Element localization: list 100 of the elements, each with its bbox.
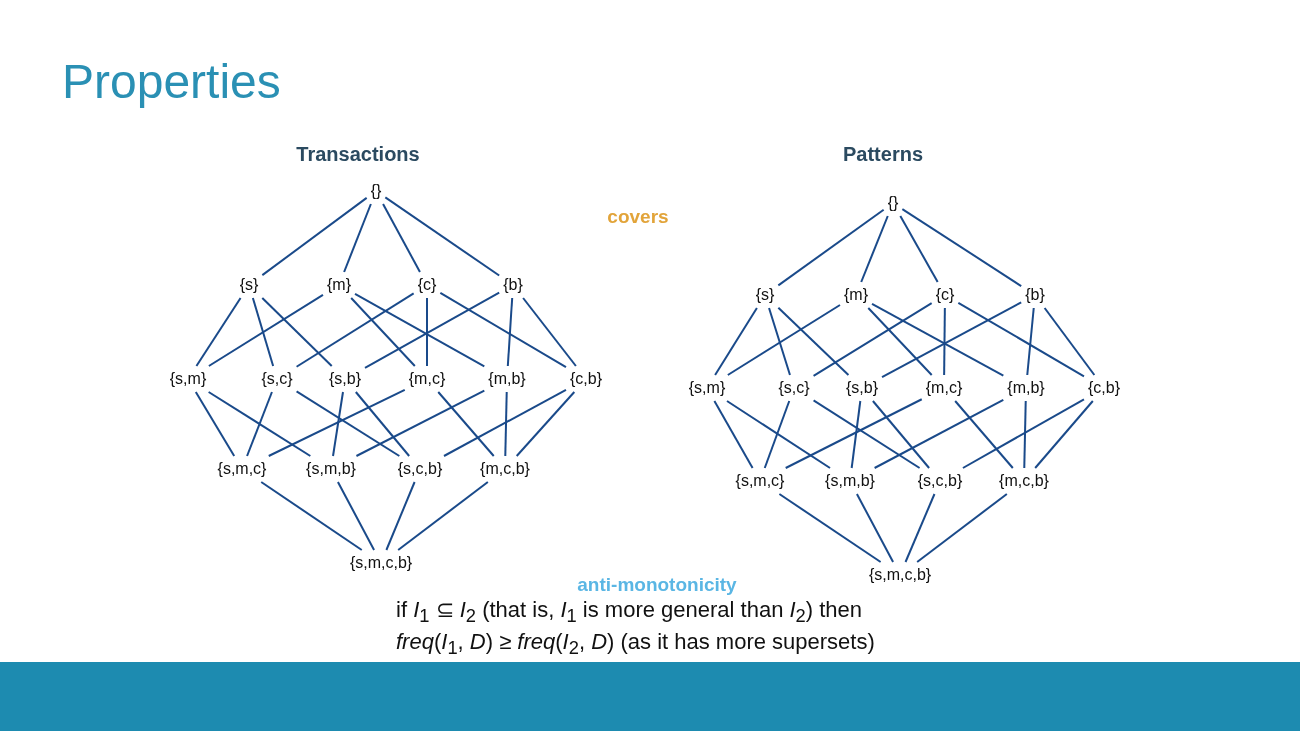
lattice-line [522,297,577,367]
lattice-line [881,301,1023,379]
lattice-line [763,400,791,469]
lattice-line [261,297,333,367]
set-label: {s,m,b} [302,456,360,482]
lattice-line [295,292,415,368]
formula-text: if I$_{1}$ ⊆ I$_{2}$ (that is, I$_{1}$ is more general than I$_{2}$) then [396,597,863,628]
lattice-line [860,215,889,283]
lattice-line [726,304,841,376]
set-label: {s,c} [774,375,814,401]
lattice-line [954,400,1014,469]
lattice-line [1023,400,1027,469]
lattice-line [506,297,514,367]
set-label: {b} [499,272,527,298]
lattice-line [768,307,791,376]
lattice-line [385,481,416,551]
lattice-line [246,391,273,457]
lattice-line [871,400,931,469]
lattice-line [961,398,1085,469]
set-label: {s,c,b} [913,468,967,494]
lattice-line [251,297,275,367]
lattice-line [354,292,486,368]
lattice-line [873,399,1005,469]
set-label: {s,b} [842,375,882,401]
set-label: {m,c,b} [995,468,1053,494]
lattice-line [871,302,1005,377]
set-label: {s,m} [165,366,211,392]
lattice-line [726,400,831,469]
lattice-line [355,389,486,457]
set-label: {m} [323,272,355,298]
formula-text: freq(I$_{1}$, D) ≥ freq(I$_{2}$, D) (as it has more supersets) [396,629,875,660]
set-label: {m,c} [404,366,450,392]
lattice-line [295,390,401,457]
lattice-line [397,481,489,551]
lattice-line [957,301,1085,378]
lattice-line [364,291,501,369]
lattice-line [1034,400,1094,469]
lattice-line [867,307,933,376]
set-label: {m,c,b} [476,456,534,482]
set-label: {m,c} [921,375,967,401]
panel-heading: Transactions [296,143,420,166]
lattice-line [343,203,372,273]
set-label: {m,b} [484,366,530,392]
lattice-line [443,388,567,457]
lattice-line [350,297,416,367]
lattice-line [943,307,946,376]
lattice-line [777,208,885,287]
set-label: {} [883,190,903,216]
set-label: {s,c,b} [393,456,447,482]
lattice-line [713,400,754,469]
lattice-line [1043,307,1096,376]
lattice-line [515,391,576,457]
set-label: {s} [235,272,263,298]
property-heading: anti-monotonicity [577,574,737,596]
lattice-line [426,297,428,367]
lattice-line [1026,307,1035,376]
lattice-line [354,391,411,457]
lattice-line [384,196,501,277]
relation-label: covers [607,206,669,228]
set-label: {c} [413,272,441,298]
lattice-line [261,196,368,277]
set-label: {s,m,c,b} [345,550,417,576]
lattice-line [812,399,921,469]
set-label: {s,m,c,b} [864,562,936,588]
lattice-line [904,493,936,563]
lattice-line [812,302,933,377]
lattice-line [778,493,882,563]
lattice-line [504,391,508,457]
set-label: {} [366,178,386,204]
set-label: {s,m} [684,375,730,401]
lattice-line [855,493,895,563]
slide-title: Properties [62,54,281,109]
set-label: {s,m,c} [731,468,789,494]
lattice-line [901,208,1023,288]
set-label: {m,b} [1003,375,1049,401]
set-label: {b} [1021,282,1049,308]
lattice-line [784,398,923,469]
set-label: {s} [751,282,779,308]
lattice-line [194,391,236,457]
lattice-line [437,391,495,457]
lattice-line [332,391,344,457]
lattice-line [267,388,406,457]
set-label: {s,m,c} [213,456,271,482]
lattice-line [336,481,376,551]
set-label: {m} [840,282,872,308]
set-label: {s,m,b} [821,468,879,494]
set-label: {s,b} [325,366,365,392]
set-label: {s,c} [257,366,297,392]
lattice-line [899,215,939,283]
lattice-line [916,493,1008,563]
lattice-line [382,203,421,273]
set-label: {c,b} [566,366,606,392]
lattice-line [777,306,850,376]
lattice-line [195,297,242,367]
lattice-line [850,400,862,469]
panel-heading: Patterns [843,143,923,166]
lattice-line [439,291,567,369]
set-label: {c} [931,282,959,308]
set-label: {c,b} [1084,375,1124,401]
lattice-line [714,307,758,376]
